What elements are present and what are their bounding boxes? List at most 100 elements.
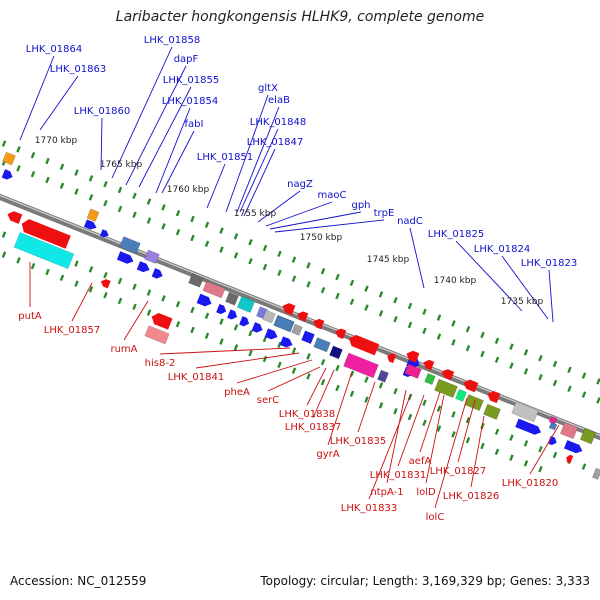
tick-dot <box>509 362 514 369</box>
tick-dot <box>465 416 471 424</box>
reverse-gene-arrow <box>406 350 420 363</box>
tick-dot <box>422 308 427 316</box>
bottom-leader-line <box>123 300 149 341</box>
bottom-gene-label: LHK_01827 <box>430 466 486 477</box>
gene-block <box>86 208 100 222</box>
scale-label: 1745 kbp <box>367 255 410 265</box>
tick-dot <box>378 402 384 409</box>
forward-gene-arrow <box>279 336 293 348</box>
tick-dot <box>378 291 384 298</box>
gene-block <box>343 352 379 379</box>
tick-dot <box>1 231 7 238</box>
tick-dot <box>103 199 108 207</box>
tick-dot <box>538 354 543 362</box>
bottom-leader-line <box>267 366 321 392</box>
bottom-leader-line <box>470 415 485 488</box>
gene-block <box>455 388 467 402</box>
tick-dot <box>407 413 413 421</box>
tick-dot <box>407 302 413 310</box>
bottom-leader-line <box>71 282 93 322</box>
forward-gene-arrow <box>227 309 238 320</box>
bottom-leader-line <box>306 367 327 406</box>
reverse-gene-arrow <box>387 353 397 364</box>
tick-dot <box>103 180 108 188</box>
tick-dot <box>74 188 79 195</box>
tick-dot <box>523 440 529 447</box>
top-leader-line <box>125 65 187 186</box>
tick-dot <box>262 335 268 343</box>
reverse-gene-arrow <box>441 369 455 381</box>
tick-dot <box>146 309 152 316</box>
top-leader-line <box>161 130 195 194</box>
tick-dot <box>480 331 485 339</box>
tick-dot <box>88 266 94 273</box>
top-leader-line <box>225 94 269 213</box>
tick-dot <box>248 349 253 357</box>
gene-block <box>313 337 331 353</box>
gene-block <box>188 273 204 288</box>
reverse-gene-arrow <box>297 311 309 322</box>
top-gene-label: LHK_01825 <box>428 229 484 240</box>
forward-gene-arrow <box>116 251 134 264</box>
gene-block <box>329 345 343 360</box>
bottom-gene-label: LHK_01831 <box>370 470 426 481</box>
tick-dot <box>436 333 442 340</box>
tick-dot <box>204 312 210 320</box>
tick-dot <box>204 240 210 248</box>
bottom-leader-line <box>434 397 468 509</box>
tick-dot <box>16 257 21 264</box>
top-gene-label: dapF <box>174 54 199 65</box>
tick-dot <box>306 353 311 360</box>
forward-gene-arrow <box>196 293 212 307</box>
forward-gene-arrow <box>83 219 97 230</box>
gene-block <box>404 363 422 379</box>
tick-dot <box>320 286 326 294</box>
tick-dot <box>175 300 181 308</box>
top-leader-line <box>274 219 385 233</box>
forward-gene-arrow <box>216 303 227 315</box>
bottom-gene-label: pheA <box>224 387 250 398</box>
tick-dot <box>59 163 65 171</box>
reverse-gene-arrow <box>282 303 296 316</box>
scale-label: 1740 kbp <box>434 276 477 286</box>
tick-dot <box>538 373 543 381</box>
tick-dot <box>422 419 427 427</box>
tick-dot <box>74 260 79 267</box>
tick-dot <box>233 252 239 259</box>
tick-dot <box>320 378 326 386</box>
tick-dot <box>349 279 355 287</box>
tick-dot <box>451 320 456 327</box>
tick-dot <box>204 332 210 340</box>
tick-dot <box>161 223 166 230</box>
tick-dot <box>465 436 471 444</box>
top-gene-label: gph <box>351 200 370 211</box>
bottom-leader-line <box>312 369 335 419</box>
bottom-leader-line <box>159 347 291 355</box>
gene-block <box>2 151 16 166</box>
tick-dot <box>436 425 442 432</box>
tick-dot <box>306 373 311 380</box>
top-leader-line <box>269 211 362 230</box>
tick-dot <box>190 215 195 223</box>
tick-dot <box>175 320 181 328</box>
accession-text: Accession: NC_012559 <box>10 574 147 588</box>
forward-gene-arrow <box>99 229 109 238</box>
tick-dot <box>117 297 123 305</box>
tick-dot <box>422 399 427 407</box>
tick-dot <box>422 327 427 335</box>
reverse-gene-arrow <box>7 211 23 224</box>
tick-dot <box>378 382 384 389</box>
gene-block <box>579 428 597 445</box>
label-leader-lines <box>19 46 560 509</box>
tick-dot <box>1 251 7 258</box>
tick-dot <box>393 407 398 415</box>
tick-dot <box>132 283 137 291</box>
tick-dot <box>320 358 326 366</box>
tick-dot <box>335 384 340 392</box>
tick-dot <box>509 434 514 441</box>
top-leader-line <box>138 86 192 188</box>
top-gene-label: LHK_01863 <box>50 64 106 75</box>
top-gene-label: elaB <box>268 95 290 106</box>
forward-gene-arrow <box>1 169 13 180</box>
